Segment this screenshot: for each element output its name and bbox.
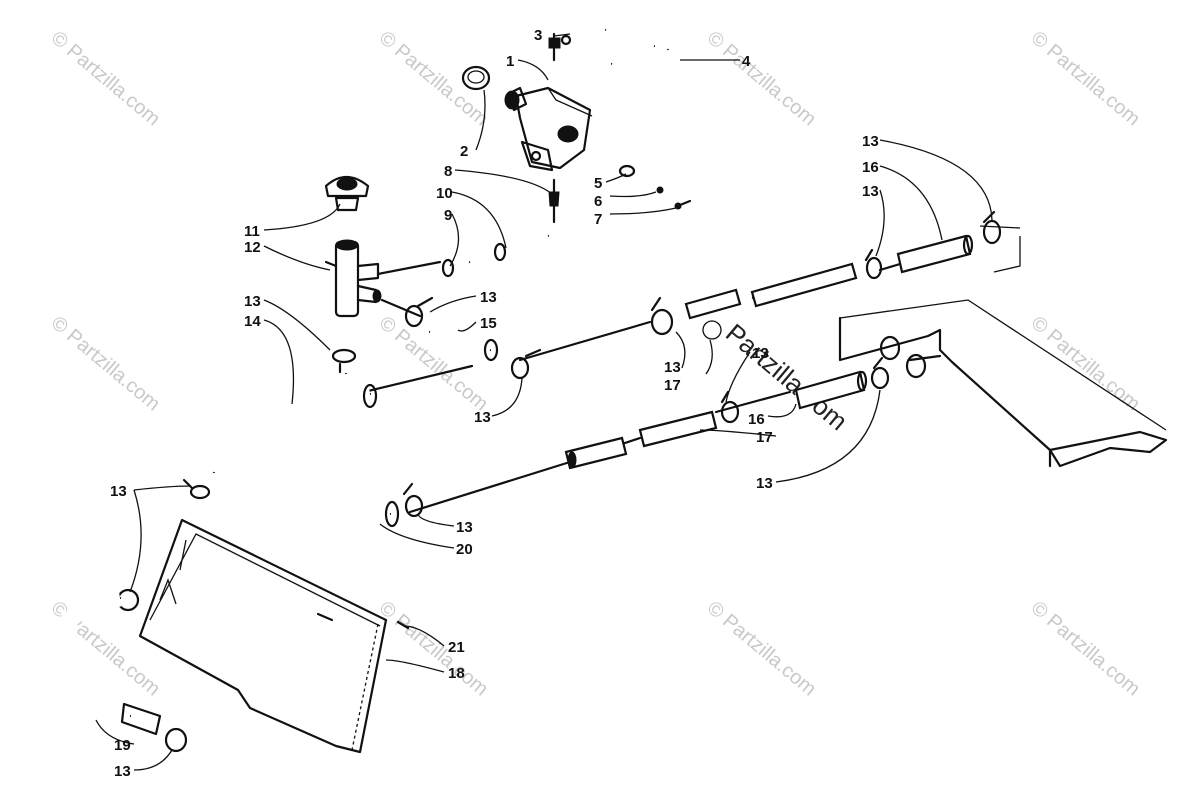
coolant-lines bbox=[338, 260, 942, 514]
vent-fitting bbox=[548, 32, 572, 62]
callout-15: 15 bbox=[480, 315, 497, 332]
rear-heat-exchanger bbox=[838, 225, 1168, 468]
callout-13: 13 bbox=[756, 475, 773, 492]
main-bent-hoses bbox=[204, 372, 400, 545]
callout-13: 13 bbox=[752, 345, 769, 362]
watermark: © Partzilla.com bbox=[1027, 27, 1144, 130]
callout-8: 8 bbox=[444, 163, 452, 180]
hose-clamps bbox=[116, 210, 1002, 753]
watermark: © Partzilla.com bbox=[703, 597, 820, 700]
filler-neck-tee bbox=[324, 239, 382, 318]
callout-13: 13 bbox=[862, 133, 879, 150]
callout-labels: 1 2 3 4 5 6 7 8 9 10 11 12 13 14 13 15 1… bbox=[110, 27, 879, 780]
heat-exchanger bbox=[138, 518, 410, 754]
callout-13: 13 bbox=[456, 519, 473, 536]
watermark: © Partzilla.com bbox=[1027, 312, 1144, 415]
hoses-lower-run bbox=[564, 370, 868, 470]
callout-2: 2 bbox=[460, 143, 468, 160]
callout-18: 18 bbox=[448, 665, 465, 682]
callout-19: 19 bbox=[114, 737, 131, 754]
callout-11: 11 bbox=[244, 223, 260, 240]
watermark: © Partzilla.com bbox=[375, 597, 492, 700]
callout-7: 7 bbox=[594, 211, 602, 228]
callout-4: 4 bbox=[742, 53, 751, 70]
watermark-center: Partzilla.com bbox=[720, 318, 853, 437]
callout-13: 13 bbox=[664, 359, 681, 376]
washer-nut-screw bbox=[618, 164, 692, 210]
hose-short bbox=[427, 323, 499, 362]
watermarks: © Partzilla.com © Partzilla.com © Partzi… bbox=[47, 27, 1144, 700]
callout-5: 5 bbox=[594, 175, 602, 192]
drain-valve bbox=[548, 178, 560, 224]
callout-6: 6 bbox=[594, 193, 602, 210]
callout-13: 13 bbox=[114, 763, 131, 780]
vent-hose bbox=[604, 27, 675, 80]
watermark: © Partzilla.com bbox=[375, 27, 492, 130]
callout-1: 1 bbox=[506, 53, 514, 70]
expansion-tank bbox=[504, 86, 593, 172]
radiator-cap bbox=[324, 175, 370, 212]
callout-17: 17 bbox=[664, 377, 681, 394]
callout-13: 13 bbox=[474, 409, 491, 426]
callout-16: 16 bbox=[862, 159, 879, 176]
watermark: © Partzilla.com bbox=[703, 27, 820, 130]
watermark: © Partzilla.com bbox=[1027, 597, 1144, 700]
callout-12: 12 bbox=[244, 239, 261, 256]
tank-cap bbox=[461, 65, 491, 91]
lower-hose bbox=[45, 589, 162, 736]
callout-10: 10 bbox=[436, 185, 453, 202]
callout-3: 3 bbox=[534, 27, 542, 44]
callout-21: 21 bbox=[448, 639, 465, 656]
hoses-upper-run bbox=[684, 234, 974, 320]
callout-9: 9 bbox=[444, 207, 452, 224]
callout-17: 17 bbox=[756, 429, 773, 446]
callout-13: 13 bbox=[862, 183, 879, 200]
callout-13: 13 bbox=[110, 483, 127, 500]
copyright-mark-icon bbox=[702, 320, 722, 340]
small-hose-and-clamps bbox=[441, 232, 550, 278]
callout-13: 13 bbox=[244, 293, 261, 310]
watermark: © Partzilla.com bbox=[47, 312, 164, 415]
callout-13: 13 bbox=[480, 289, 497, 306]
callout-14: 14 bbox=[244, 313, 261, 330]
callout-20: 20 bbox=[456, 541, 473, 558]
watermark: © Partzilla.com bbox=[47, 27, 164, 130]
leader-lines bbox=[95, 33, 993, 771]
callout-16: 16 bbox=[748, 411, 765, 428]
